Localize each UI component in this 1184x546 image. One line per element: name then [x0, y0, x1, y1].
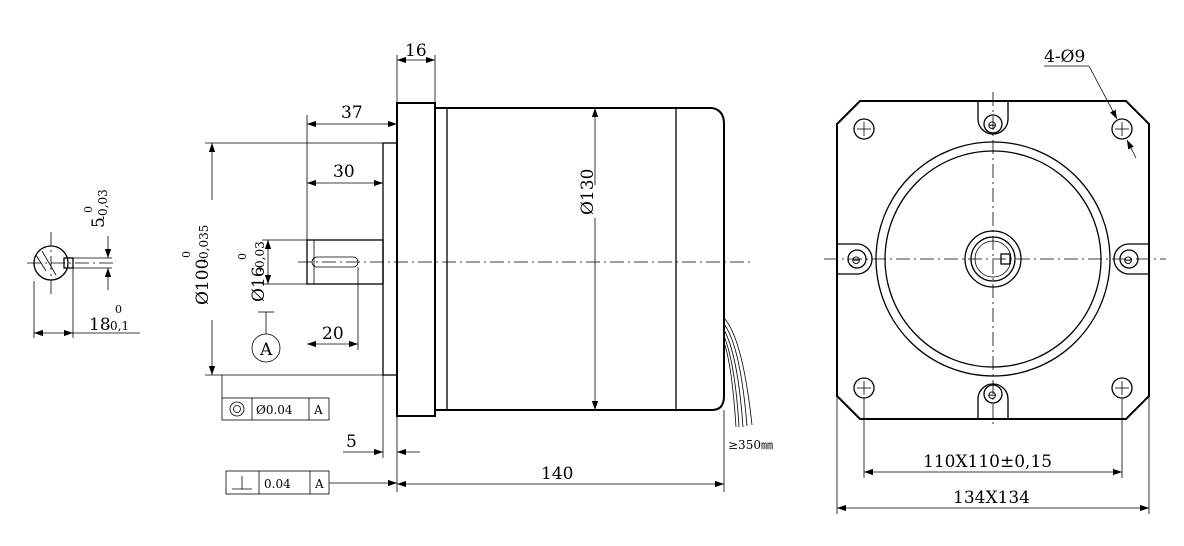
perpendicularity-datum: A — [314, 477, 324, 491]
side-view: ≥350㎜ Ø130 16 37 30 20 Ø100 0 -0,035 — [180, 41, 773, 495]
screw-tab-bottom: ⊖ — [977, 383, 1009, 419]
shaft-front — [970, 236, 1016, 282]
key-depth-lower-tol: -0,1 — [106, 319, 129, 333]
screw-tab-top: ⊖ — [977, 101, 1009, 135]
front-flange-outline — [836, 100, 1150, 420]
body-length-label: 140 — [541, 464, 573, 484]
key-depth-upper-tol: 0 — [115, 303, 122, 316]
flange-boss-inner — [884, 150, 1102, 368]
flange-boss-outer — [875, 141, 1111, 377]
key-offset-label: 20 — [322, 324, 344, 344]
screw-tab-right: ⊖ — [1113, 243, 1149, 275]
shaft-key — [1000, 253, 1011, 265]
mounting-hole — [853, 118, 875, 140]
shaft-keyway — [311, 256, 359, 268]
lead-wire — [723, 329, 744, 428]
perpendicularity-frame: 0.04 A — [225, 470, 397, 495]
pilot-boss — [382, 142, 398, 376]
frame-box — [221, 397, 330, 421]
svg-text:⊖: ⊖ — [987, 118, 997, 132]
mounting-hole — [853, 377, 875, 399]
motor-body — [434, 107, 725, 411]
flange-thickness-label: 16 — [405, 41, 427, 61]
shaft-diameter-label: Ø16 — [249, 266, 269, 302]
shaft-outer-ring — [964, 230, 1022, 288]
svg-text:⊖: ⊖ — [851, 253, 861, 267]
key-width-lower-tol: -0,03 — [96, 189, 110, 220]
body-diameter-label: Ø130 — [578, 169, 598, 215]
key-depth-label: 18 — [89, 315, 111, 335]
key-slot — [63, 257, 74, 269]
mounting-hole — [1111, 118, 1133, 140]
screw-tab-left: ⊖ — [837, 243, 873, 275]
svg-text:⊖: ⊖ — [987, 388, 997, 402]
hole-callout-leader — [1088, 65, 1118, 120]
shaft-upper-tol: 0 — [236, 253, 249, 260]
concentricity-frame: Ø0.04 A — [221, 375, 330, 421]
datum-a-label: A — [259, 340, 273, 360]
key-width-upper-tol: 0 — [82, 206, 95, 213]
hole-spacing-label: 110X110±0,15 — [923, 452, 1052, 472]
shaft-front-inner — [974, 240, 1012, 278]
pilot-upper-tol: 0 — [180, 251, 193, 258]
concentricity-icon — [229, 401, 245, 417]
datum-a-bubble — [251, 333, 281, 363]
shaft-length-label: 37 — [341, 103, 363, 123]
hole-callout-label: 4-Ø9 — [1044, 47, 1085, 67]
concentricity-icon-inner — [233, 405, 241, 413]
concentricity-datum: A — [313, 403, 323, 417]
concentricity-value: Ø0.04 — [256, 403, 293, 417]
section-hatch — [35, 254, 47, 272]
svg-text:⊖: ⊖ — [1123, 253, 1133, 267]
lead-wire — [723, 341, 737, 428]
key-width-label: 5 — [89, 217, 109, 228]
key-length-label: 30 — [333, 162, 355, 182]
mounting-hole — [1111, 377, 1133, 399]
frame-box — [225, 470, 330, 495]
section-hatch — [41, 250, 57, 276]
lead-wire — [723, 335, 740, 428]
perpendicularity-value: 0.04 — [264, 477, 291, 491]
lead-wire — [723, 317, 753, 426]
shaft-section-circle — [33, 245, 69, 281]
shaft-section-view: 5 0 -0,03 18 0 -0,1 — [27, 189, 140, 338]
hole-callout-leader — [1126, 139, 1137, 159]
shaft-lower-tol: -0,03 — [253, 241, 267, 272]
pilot-height-label: 5 — [346, 432, 357, 452]
lead-wire — [723, 323, 748, 427]
pilot-diameter-label: Ø100 — [193, 259, 213, 305]
lead-length-label: ≥350㎜ — [728, 438, 773, 452]
front-view: ⊖ ⊖ ⊖ ⊖ 4-Ø9 110X110±0,15 — [824, 47, 1166, 514]
flange-size-label: 134X134 — [953, 488, 1030, 508]
pilot-lower-tol: -0,035 — [197, 225, 211, 263]
mounting-flange — [396, 102, 436, 417]
